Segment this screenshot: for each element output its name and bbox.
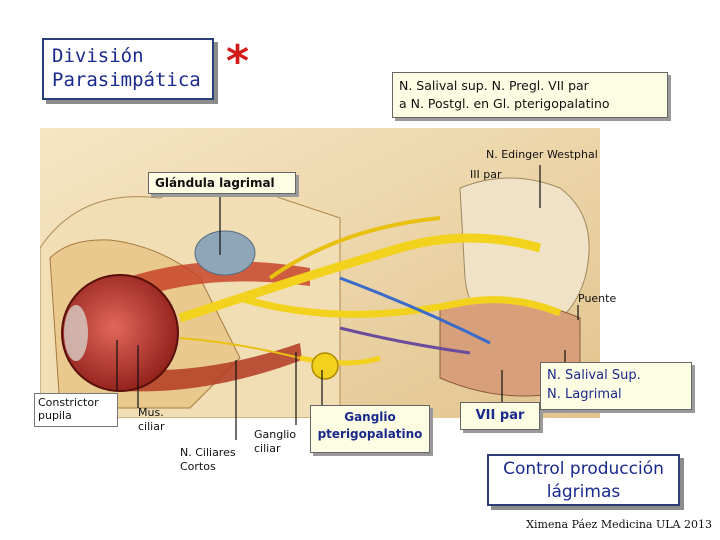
title-box: División Parasimpática: [42, 38, 214, 100]
nerve-thin: [179, 337, 301, 359]
label-salival-line1: N. Salival Sup.: [547, 368, 641, 383]
label-third-pair: III par: [470, 168, 502, 181]
label-constrictor-line1: Constrictor: [38, 396, 99, 409]
vessel: [339, 326, 471, 355]
label-ciliary-ganglion-line2: ciliar: [254, 442, 281, 455]
label-salival-lacrimal: N. Salival Sup. N. Lagrimal: [540, 362, 692, 410]
control-line2: lágrimas: [546, 482, 621, 502]
nerve-branch-2: [268, 216, 441, 280]
label-salival-line2: N. Lagrimal: [547, 387, 622, 402]
label-pons: Puente: [578, 292, 617, 305]
label-pterygo-line1: Ganglio: [344, 410, 396, 424]
control-box: Control producción lágrimas: [487, 454, 680, 506]
label-lacrimal-gland: Glándula lagrimal: [148, 172, 296, 194]
eyeball: [61, 274, 179, 392]
title-line2: Parasimpática: [52, 69, 201, 91]
label-ciliary-muscle: Mus. ciliar: [138, 406, 164, 434]
eye-muscle-lower: [110, 343, 302, 392]
title-line1: División: [52, 45, 144, 67]
label-ciliary-muscle-line1: Mus.: [138, 406, 164, 419]
label-constrictor-line2: pupila: [38, 409, 72, 422]
credit-text: Ximena Páez Medicina ULA 2013: [526, 518, 712, 531]
label-short-ciliary: N. Ciliares Cortos: [180, 446, 236, 474]
top-note: N. Salival sup. N. Pregl. VII par a N. P…: [392, 72, 668, 118]
label-constrictor: Constrictor pupila: [34, 393, 118, 427]
nerve-branch-3: [299, 355, 381, 366]
label-ciliary-ganglion: Ganglio ciliar: [254, 428, 296, 456]
label-seventh-pair: VII par: [460, 402, 540, 430]
label-edinger: N. Edinger Westphal: [486, 148, 598, 161]
asterisk-mark: *: [226, 36, 250, 87]
label-ciliary-muscle-line2: ciliar: [138, 420, 165, 433]
label-short-ciliary-line2: Cortos: [180, 460, 216, 473]
nerve-branch-1: [238, 294, 562, 318]
label-pterygo-line2: pterigopalatino: [317, 427, 423, 441]
label-short-ciliary-line1: N. Ciliares: [180, 446, 236, 459]
anatomy-illustration: [40, 128, 600, 418]
lacrimal-gland-shape: [194, 230, 256, 276]
label-ciliary-ganglion-line1: Ganglio: [254, 428, 297, 441]
ciliary-ganglion-shape: [311, 352, 339, 380]
lens: [64, 305, 88, 361]
top-note-line1: N. Salival sup. N. Pregl. VII par: [399, 78, 589, 93]
blue-nerve: [339, 276, 491, 345]
top-note-line2: a N. Postgl. en Gl. pterigopalatino: [399, 96, 610, 111]
eye-muscle-upper: [100, 261, 310, 310]
label-pterygo-ganglion: Ganglio pterigopalatino: [310, 405, 430, 453]
control-line1: Control producción: [503, 459, 664, 479]
